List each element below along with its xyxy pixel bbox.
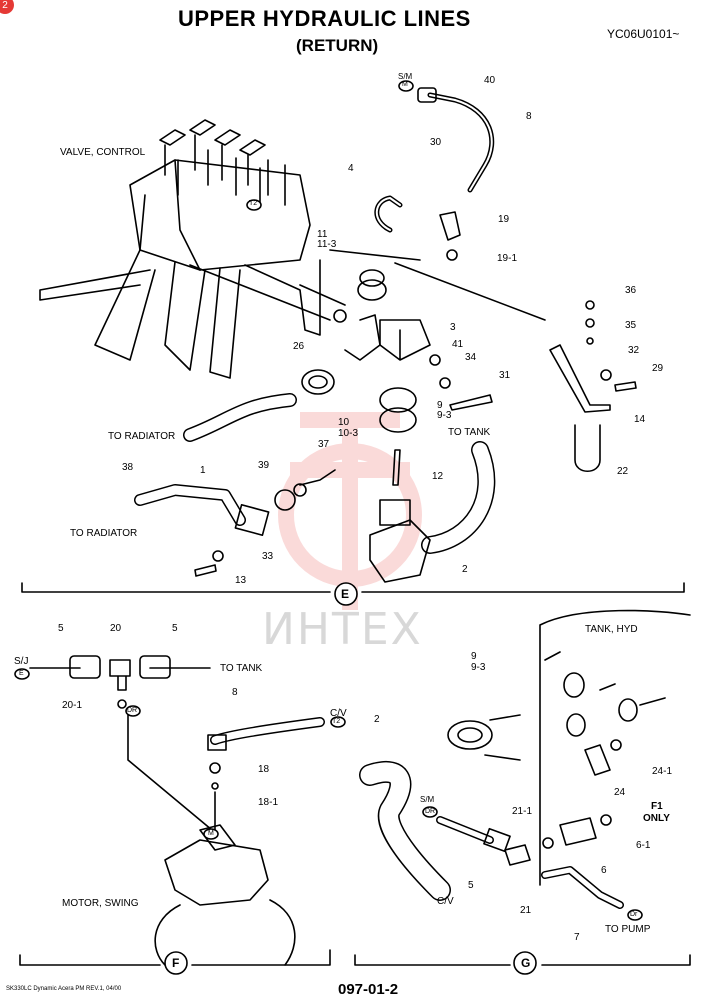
part-number: 10-3: [338, 428, 359, 439]
part-number: 26: [293, 341, 305, 352]
label-dr-g: DR: [425, 808, 436, 815]
label-to-tank-f: TO TANK: [220, 663, 263, 674]
part-number: 10: [338, 417, 350, 428]
label-only: ONLY: [643, 813, 670, 824]
part-number: 9: [471, 651, 477, 662]
part-number: 20-1: [62, 700, 83, 711]
label-m-f: M: [208, 830, 214, 837]
control-valve-drawing: [39, 119, 346, 379]
part-number: 13: [235, 575, 247, 586]
part-number: 11: [317, 229, 328, 240]
part-number: 2: [374, 714, 380, 725]
label-valve-control: VALVE, CONTROL: [60, 147, 146, 158]
section-g-circle: [513, 951, 537, 975]
section-f-letter: F: [172, 956, 180, 970]
label-sm-g: S/M: [420, 795, 435, 804]
watermark-text: ИНТЕХ: [262, 604, 423, 655]
label-dr-f: DR: [127, 707, 138, 714]
section-e-letter: E: [341, 587, 350, 601]
part-number: 12: [432, 471, 444, 482]
part-number: 6-1: [636, 840, 651, 851]
label-dr2-g: Dr: [630, 911, 638, 918]
part-number: 22: [617, 466, 629, 477]
part-number: 5: [468, 880, 474, 891]
page-marker-text: 2: [2, 0, 8, 11]
part-number: 33: [262, 551, 274, 562]
leader-lines-e: [329, 249, 546, 321]
part-number: 29: [652, 363, 664, 374]
part-number: 30: [430, 137, 442, 148]
label-cv-circle: T2: [332, 718, 341, 725]
part-number: 14: [634, 414, 646, 425]
part-number: 4: [348, 163, 354, 174]
part-number: 35: [625, 320, 637, 331]
part-number: 19-1: [497, 253, 518, 264]
part-number: 8: [526, 111, 532, 122]
label-to-radiator-1: TO RADIATOR: [108, 431, 176, 442]
page-title: UPPER HYDRAULIC LINES: [178, 6, 471, 31]
part-number: 1: [200, 465, 206, 476]
part-number: 34: [465, 352, 477, 363]
part-number: 20: [110, 623, 122, 634]
label-cv-f: C/V: [330, 708, 347, 719]
label-sm: S/M: [398, 72, 413, 81]
label-motor-swing: MOTOR, SWING: [62, 898, 139, 909]
label-sm-circle: M: [402, 81, 408, 88]
part-number: 38: [122, 462, 134, 473]
label-to-radiator-2: TO RADIATOR: [70, 528, 138, 539]
label-to-tank-e: TO TANK: [448, 427, 491, 438]
footer-revision: SK330LC Dynamic Acera PM REV.1, 04/00: [6, 986, 122, 992]
part-number: 6: [601, 865, 607, 876]
part-number: 37: [318, 439, 330, 450]
part-number: 21: [520, 905, 532, 916]
part-number: 24: [614, 787, 626, 798]
footer-page-number: 097-01-2: [338, 981, 399, 998]
part-number: 36: [625, 285, 637, 296]
part-number: 31: [499, 370, 511, 381]
label-t2: T2: [249, 200, 258, 207]
part-number: 9-3: [437, 410, 452, 421]
section-f-divider: [19, 949, 331, 966]
part-number: 2: [462, 564, 468, 575]
part-number: 18-1: [258, 797, 279, 808]
part-number: 9: [437, 400, 443, 411]
label-to-pump: TO PUMP: [605, 924, 651, 935]
part-number: 11-3: [317, 239, 337, 250]
watermark-logo: [278, 412, 422, 610]
part-number: 5: [58, 623, 64, 634]
part-number: 3: [450, 322, 456, 333]
page-subtitle: (RETURN): [296, 36, 379, 55]
part-number: 5: [172, 623, 178, 634]
section-g-letter: G: [521, 956, 531, 970]
section-e-circle: [334, 582, 358, 606]
label-sj: S/J: [14, 656, 29, 667]
part-number: 24-1: [652, 766, 673, 777]
part-number: 18: [258, 764, 270, 775]
part-number: 32: [628, 345, 640, 356]
part-number: 7: [574, 932, 580, 943]
part-number: 21-1: [512, 806, 533, 817]
part-number: 9-3: [471, 662, 486, 673]
part-number: 40: [484, 75, 496, 86]
section-f-circle: [164, 951, 188, 975]
label-sj-circle: E: [19, 670, 24, 677]
part-number: 41: [452, 339, 464, 350]
label-tank-hyd: TANK, HYD: [585, 624, 638, 635]
part-number: 8: [232, 687, 238, 698]
section-g-divider: [354, 954, 691, 966]
part-number: 19: [498, 214, 510, 225]
tank-hyd-drawing: [539, 609, 691, 886]
label-cv-g: C/V: [437, 896, 454, 907]
section-e-divider: [21, 582, 685, 593]
part-number: 39: [258, 460, 270, 471]
label-f1: F1: [651, 801, 663, 812]
page-marker-badge: 2: [0, 0, 14, 14]
model-code: YC06U0101~: [607, 27, 680, 41]
